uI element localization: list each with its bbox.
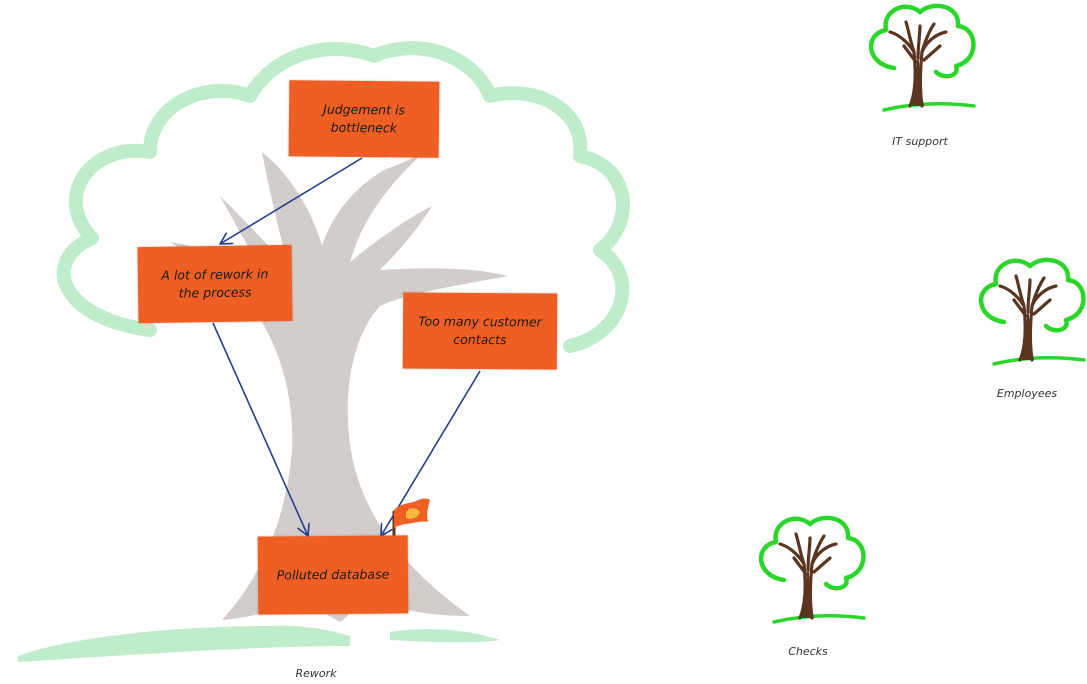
main-tree-illustration	[18, 41, 630, 662]
note-rework-in-process[interactable]: A lot of rework in the process	[137, 244, 293, 324]
tree-icon-employees	[981, 260, 1084, 364]
note-customer-contacts[interactable]: Too many customer contacts	[402, 292, 558, 370]
connector-judgement-to-rework	[219, 157, 363, 245]
caption-rework: Rework	[295, 667, 337, 680]
note-customer-contacts-text: Too many customer contacts	[418, 313, 542, 348]
main-tree-ground-right	[390, 629, 500, 643]
connector-rework-to-database	[212, 322, 310, 537]
note-judgement-bottleneck[interactable]: Judgement is bottleneck	[288, 80, 440, 158]
note-rework-text: A lot of rework in the process	[161, 266, 269, 301]
tree-icon-it-support	[871, 6, 974, 110]
main-tree-trunk	[170, 152, 508, 622]
flag-icon	[392, 498, 430, 558]
main-tree-ground	[18, 625, 350, 662]
caption-checks: Checks	[788, 645, 828, 658]
main-tree-foliage	[56, 41, 630, 353]
caption-it-support: IT support	[892, 135, 948, 148]
note-polluted-database-text: Polluted database	[276, 566, 390, 583]
caption-employees: Employees	[996, 387, 1058, 400]
note-polluted-database[interactable]: Polluted database	[257, 535, 409, 615]
note-judgement-text: Judgement is bottleneck	[323, 101, 406, 136]
tree-icon-checks	[761, 518, 864, 622]
